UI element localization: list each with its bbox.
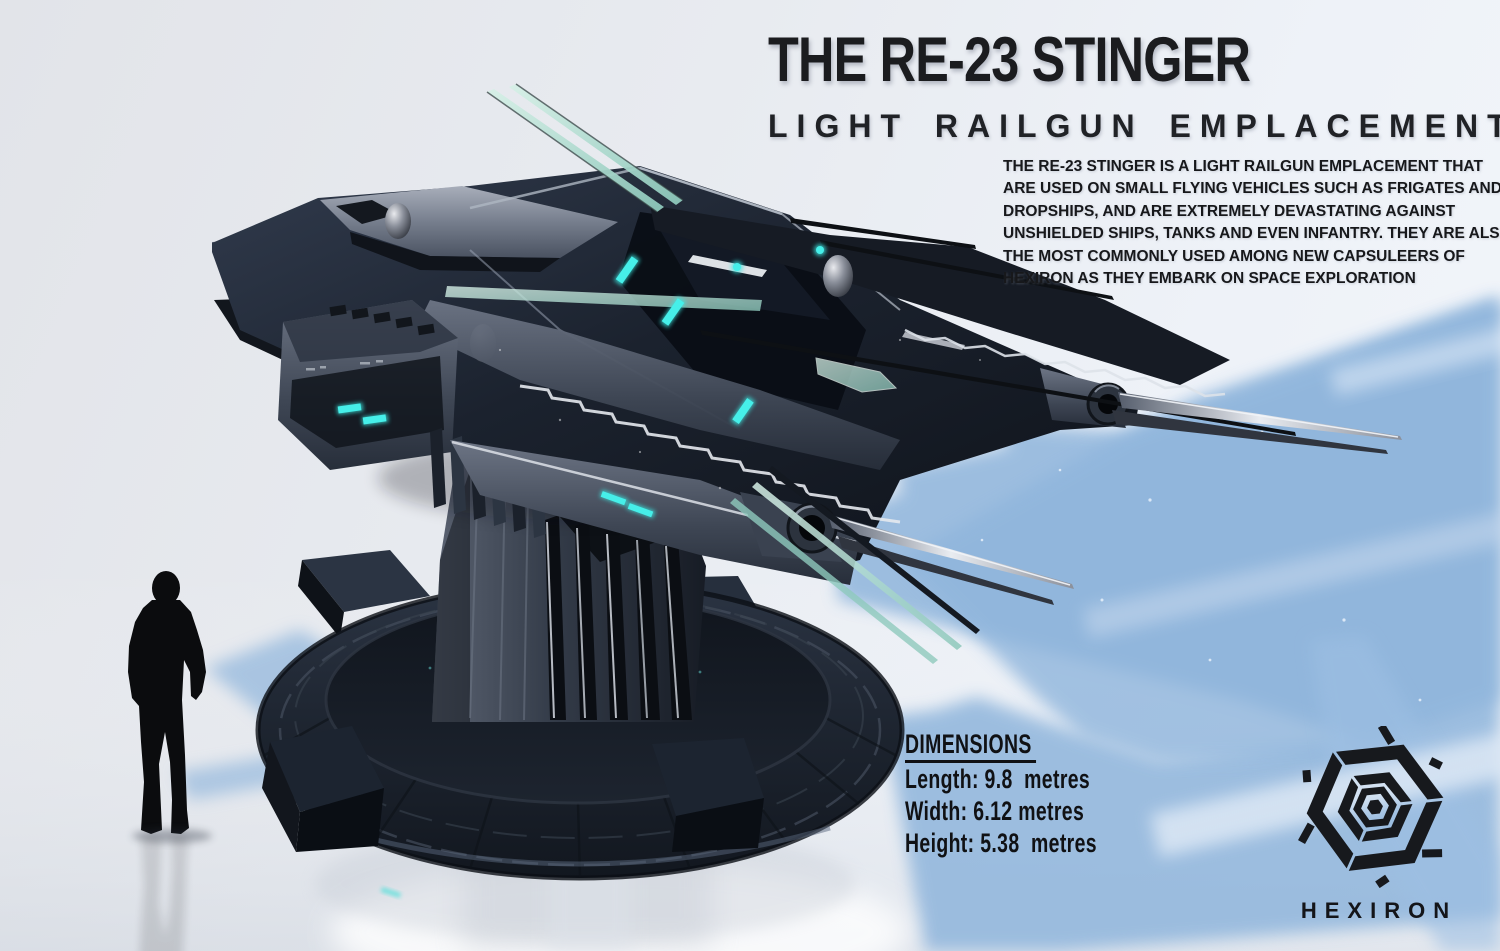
shadow-light-streak (1150, 726, 1500, 858)
hull-sphere-rivet-large (823, 255, 853, 297)
accent-lights (336, 244, 826, 519)
shadow-light-streak-3 (1329, 322, 1500, 396)
barrel-spikes (828, 392, 1402, 605)
base-front-highlight (329, 825, 831, 867)
dimension-row-height: Height: 5.38 metres (905, 828, 1097, 858)
poster-subtitle: LIGHT RAILGUN EMPLACEMENT (768, 108, 1500, 145)
ammo-module (278, 300, 458, 470)
turret-body (212, 83, 1402, 664)
description-line: DROPSHIPS, AND ARE EXTREMELY DEVASTATING… (1003, 202, 1456, 220)
module-screen (290, 356, 444, 448)
description-line: THE RE-23 STINGER IS A LIGHT RAILGUN EMP… (1003, 158, 1483, 175)
reflection-cyan-glint (380, 887, 402, 898)
mid-beam (415, 300, 900, 470)
description-line: HEXIRON AS THEY EMBARK ON SPACE EXPLORAT… (1003, 270, 1416, 288)
base-panel-lines-inner (294, 593, 864, 839)
dimension-row-width: Width: 6.12 metres (905, 796, 1085, 826)
figure-contact-shadow (132, 829, 212, 843)
teal-glass-rails (445, 83, 980, 664)
shadow-light-streak-2 (1082, 503, 1500, 639)
scalloped-edge-highlight (904, 328, 1226, 398)
zigzag-edge-highlight (519, 384, 901, 524)
base-feet-front (262, 726, 764, 852)
description-line: ARE USED ON SMALL FLYING VEHICLES SUCH A… (1003, 180, 1500, 198)
metal-specks (498, 338, 981, 490)
description-paragraph: THE RE-23 STINGER IS A LIGHT RAILGUN EMP… (1003, 156, 1500, 290)
description-line: THE MOST COMMONLY USED AMONG NEW CAPSULE… (1003, 247, 1465, 265)
dimensions-block: DIMENSIONS Length: 9.8 metres Width: 6.1… (905, 729, 1172, 859)
dimension-row-length: Length: 9.8 metres (905, 764, 1091, 794)
pedestal-fins (545, 515, 692, 720)
right-arm (650, 205, 1230, 398)
brand-name: HEXIRON (1300, 898, 1458, 923)
brand-block: HEXIRON (1284, 726, 1466, 924)
description-line: UNSHIELDED SHIPS, TANKS AND EVEN INFANTR… (1003, 225, 1500, 243)
hexiron-logo-icon (1286, 726, 1462, 888)
poster-title: THE RE-23 STINGER (768, 25, 1251, 95)
ground-shadow-layer (176, 296, 1500, 951)
dimensions-heading: DIMENSIONS (905, 729, 1172, 763)
human-figure-silhouette (128, 571, 212, 951)
module-markings (306, 360, 383, 371)
module-vents (329, 304, 435, 336)
hull-sphere-rivet (385, 203, 411, 239)
